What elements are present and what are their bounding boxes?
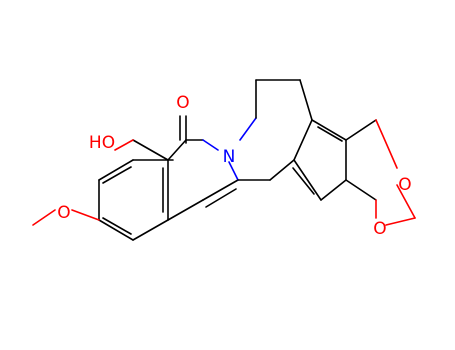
ring-nitrogen-label: N xyxy=(223,147,236,167)
atom-labels: O N HO O O O xyxy=(57,93,411,239)
bond xyxy=(102,166,132,184)
bond xyxy=(385,217,416,226)
methoxy-oxygen-label: O xyxy=(57,203,70,223)
carbonyl-oxygen-label: O xyxy=(176,93,189,113)
bond xyxy=(345,119,377,141)
bond xyxy=(102,217,132,235)
dioxole-oxygen-upper-label: O xyxy=(398,175,411,195)
bond xyxy=(293,159,322,201)
bond xyxy=(345,179,377,201)
bond xyxy=(396,184,416,219)
bond xyxy=(132,219,169,241)
bond-layer xyxy=(32,79,416,241)
dioxole-oxygen-lower-label: O xyxy=(373,219,386,239)
bond xyxy=(202,179,239,201)
hydroxyl-label: HO xyxy=(89,133,115,153)
bond xyxy=(317,126,343,142)
bond xyxy=(71,209,100,221)
bond xyxy=(299,79,313,121)
bond xyxy=(292,167,315,195)
bond xyxy=(114,139,134,151)
bond xyxy=(167,139,187,161)
bond xyxy=(167,199,204,221)
bond xyxy=(32,209,56,226)
bond xyxy=(293,119,313,161)
bond xyxy=(375,119,398,169)
bond xyxy=(98,159,134,181)
bond xyxy=(239,117,257,141)
bond xyxy=(132,139,169,161)
bond xyxy=(202,139,219,151)
bond xyxy=(205,188,237,208)
bond xyxy=(228,161,239,181)
bond xyxy=(320,179,347,201)
bond xyxy=(98,219,134,241)
bond xyxy=(269,159,295,181)
bond xyxy=(311,119,347,141)
